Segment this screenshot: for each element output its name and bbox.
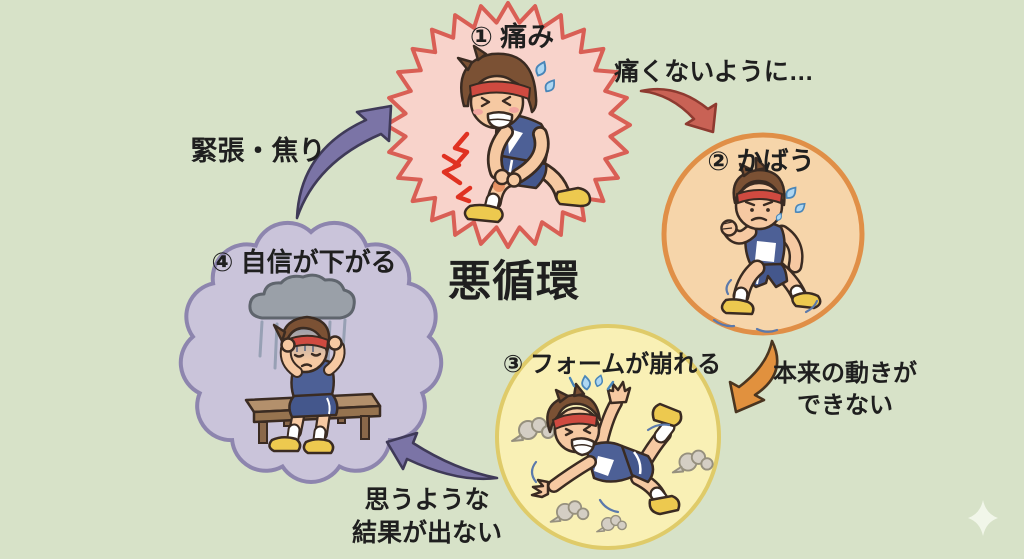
motion-lines-icon: [712, 278, 819, 333]
arrow-step2-to-step3: [728, 339, 779, 414]
step2-illustration: [712, 156, 822, 333]
falling-boy: [530, 380, 683, 516]
arrow-step3-to-step4: [385, 431, 499, 481]
sweat-drops-icon: [568, 373, 615, 391]
transition-2-3-label-line1: 本来の動きが: [773, 360, 917, 387]
transition-1-2-label: 痛くないように…: [614, 58, 814, 86]
transition-3-4-label-line2: 結果が出ない: [351, 519, 503, 547]
transition-2-3-label: 本来の動きが できない: [773, 358, 917, 421]
pain-flash-icon: [441, 131, 473, 204]
step3-illustration: [511, 373, 714, 533]
boy-in-pain: [456, 44, 592, 224]
step3-label: ③ フォームが崩れる: [502, 351, 722, 378]
rain-cloud-icon: [248, 273, 356, 320]
step1-illustration: [441, 44, 592, 224]
sparkle-icon: [968, 500, 998, 536]
transition-3-4-label-line1: 思うような: [364, 486, 490, 514]
transition-2-3-label-line2: できない: [797, 391, 893, 419]
dejected-boy: [268, 315, 346, 455]
step4-illustration: [244, 273, 382, 455]
motion-lines-icon: [530, 423, 671, 514]
running-boy: [720, 156, 822, 316]
step2-label: ② かばう: [707, 146, 815, 176]
arrow-step1-to-step2: [639, 87, 718, 134]
transition-3-4-label: 思うような 結果が出ない: [352, 484, 502, 550]
center-title: 悪循環: [448, 258, 580, 306]
arrow-step4-to-step1: [295, 104, 393, 220]
transition-4-1-label: 緊張・焦り: [190, 136, 326, 166]
step1-label: ① 痛み: [469, 22, 555, 52]
step4-label: ④ 自信が下がる: [211, 247, 397, 277]
